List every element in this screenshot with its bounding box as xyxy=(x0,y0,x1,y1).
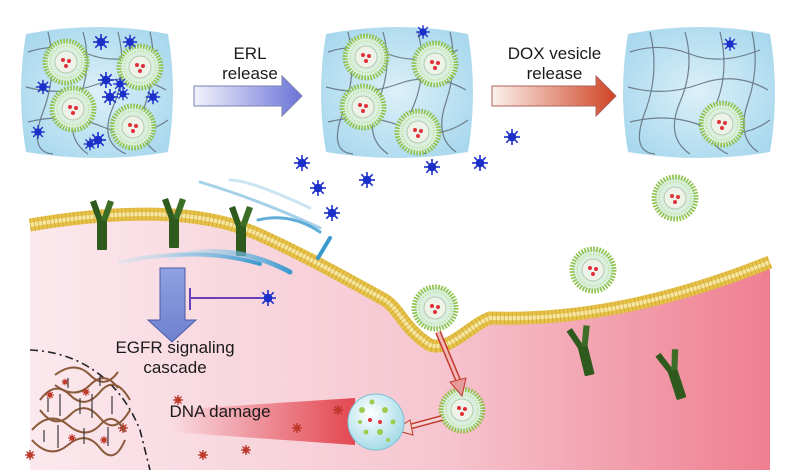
cell-membrane xyxy=(28,207,773,353)
erl-binding-arrows xyxy=(118,178,332,275)
hydrogel-loaded xyxy=(21,27,173,158)
erl-drug-star-icon xyxy=(309,179,327,197)
egfr-pathway-line1: EGFR signaling xyxy=(115,338,235,357)
erl-release-arrow xyxy=(193,74,303,118)
hydrogel-dox-released xyxy=(623,27,775,158)
nucleus-boundary xyxy=(29,349,151,470)
egfr-pathway-label: EGFR signaling cascade xyxy=(95,338,255,378)
signaling-arrow xyxy=(146,267,198,343)
dox-release-arrow xyxy=(491,74,617,118)
erl-drug-star-icon xyxy=(471,154,489,172)
erl-drug-star-icon xyxy=(293,154,311,172)
endocytosis-arrow xyxy=(435,330,467,398)
erl-drug-star-icon xyxy=(503,128,521,146)
erl-drug-star-icon xyxy=(259,289,277,307)
erl-release-label: ERL release xyxy=(195,44,305,84)
erl-release-line1: ERL xyxy=(233,44,267,63)
cell xyxy=(28,207,773,470)
dox-payload xyxy=(170,393,405,451)
hydrogel-erl-released xyxy=(321,24,473,158)
dox-release-line2: release xyxy=(526,64,583,83)
egfr-pathway-line2: cascade xyxy=(143,358,207,377)
dna-damage-text: DNA damage xyxy=(169,402,271,421)
erl-release-line2: release xyxy=(222,64,278,83)
vesicle-icon xyxy=(654,177,696,219)
inhibition-line xyxy=(189,288,260,310)
dna-helix-icon xyxy=(31,366,131,457)
erl-drug-star-icon xyxy=(323,204,341,222)
cytoplasm xyxy=(30,214,770,470)
erl-drug-star-icon xyxy=(423,158,441,176)
vesicle-icon xyxy=(572,249,614,291)
erl-drug-star-icon xyxy=(358,171,376,189)
dox-release-label: DOX vesicle release xyxy=(492,44,617,84)
dox-release-line1: DOX vesicle xyxy=(507,44,602,63)
dna-damage-label: DNA damage xyxy=(155,402,285,422)
vesicle-icon xyxy=(414,287,456,329)
